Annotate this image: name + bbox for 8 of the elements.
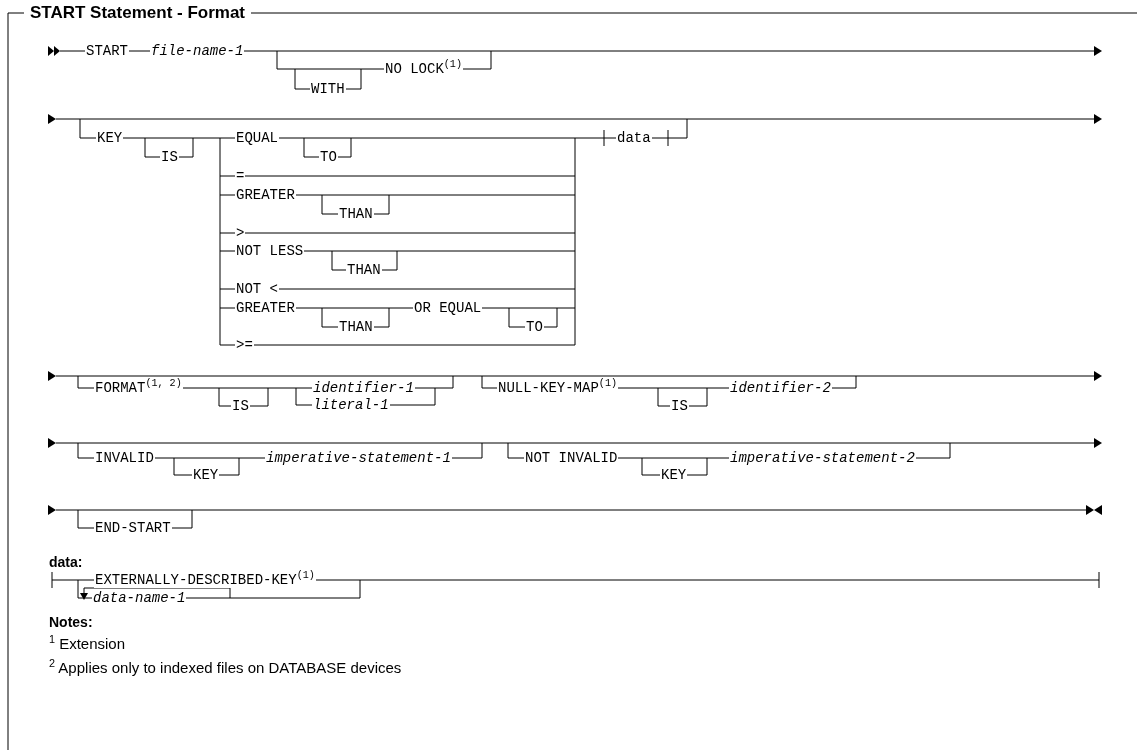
syntax-variable: imperative-statement-2 xyxy=(729,450,916,466)
syntax-keyword: EQUAL xyxy=(235,130,279,146)
syntax-keyword: OR EQUAL xyxy=(413,300,483,316)
note-text: $^{2}$ Applies only to indexed files on DATABASE devices xyxy=(48,659,403,677)
syntax-variable: imperative-statement-1 xyxy=(265,450,452,466)
syntax-keyword: EXTERNALLY-DESCRIBED-KEY$^{(1)}$ xyxy=(94,572,316,588)
section-heading: data: xyxy=(48,554,84,570)
section-heading: Notes: xyxy=(48,614,94,630)
